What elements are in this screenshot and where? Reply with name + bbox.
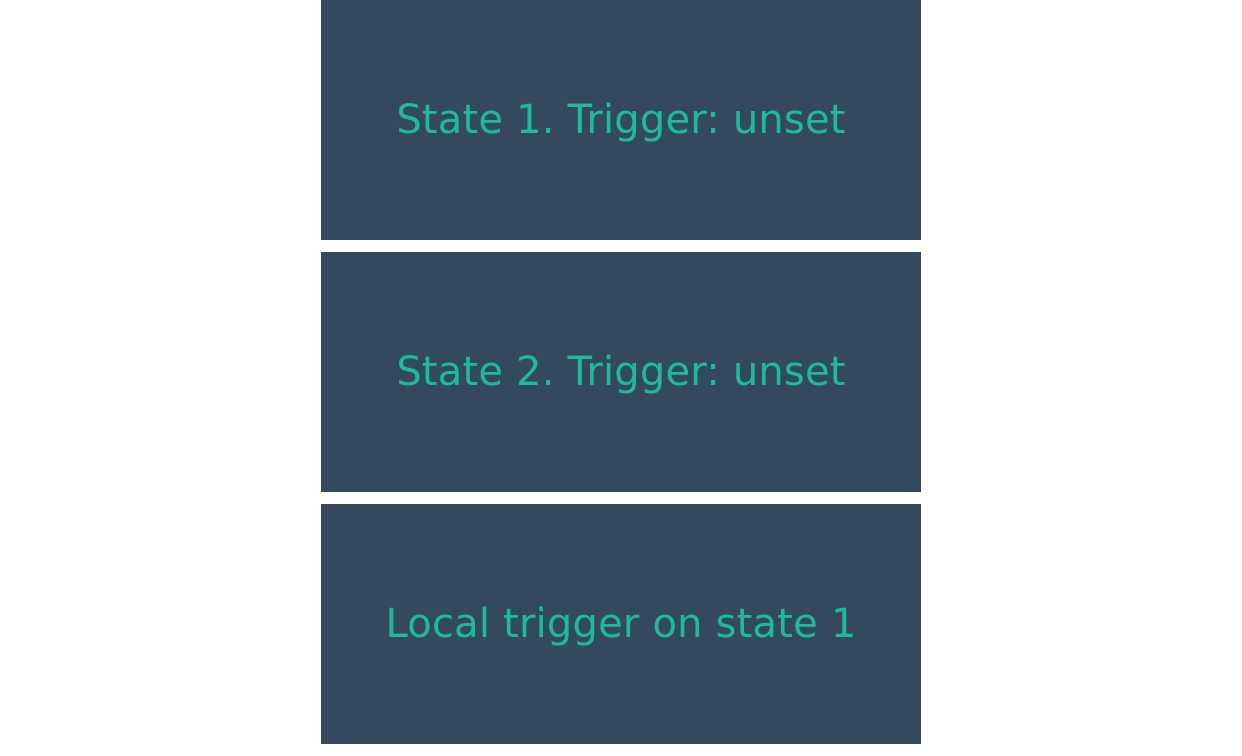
state-2-label: State 2. Trigger: unset	[396, 349, 846, 395]
state-1-label: State 1. Trigger: unset	[396, 97, 846, 143]
local-trigger-panel[interactable]: Local trigger on state 1	[321, 504, 921, 744]
local-trigger-label: Local trigger on state 1	[385, 601, 857, 647]
state-1-panel[interactable]: State 1. Trigger: unset	[321, 0, 921, 240]
state-2-panel[interactable]: State 2. Trigger: unset	[321, 252, 921, 492]
